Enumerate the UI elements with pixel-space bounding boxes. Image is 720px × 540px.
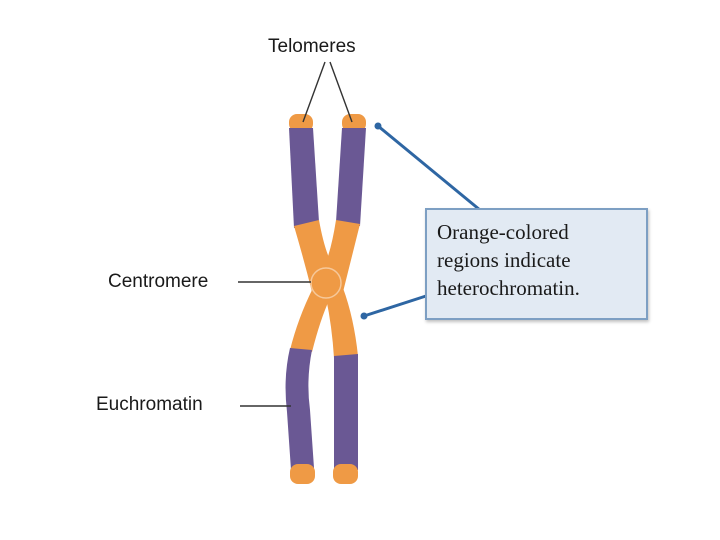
callout-pointer-lower [363, 294, 427, 318]
telomere-lower-left [290, 464, 315, 484]
centromere-label: Centromere [108, 271, 209, 292]
euchromatin-lower-left [285, 348, 314, 470]
centromere [310, 267, 342, 299]
telomere-leader-right [329, 61, 353, 123]
telomere-leader-left [302, 61, 326, 123]
upper-right-arm [326, 114, 366, 292]
heterochromatin-lower-left [290, 288, 330, 352]
pointer-dot-lower [360, 312, 368, 320]
callout-line-3: heterochromatin. [437, 276, 580, 300]
telomere-upper-right [342, 114, 366, 132]
lower-right-arm [326, 288, 358, 484]
euchromatin-upper-right [336, 128, 366, 226]
heterochromatin-lower-right [326, 288, 358, 358]
callout-line-1: Orange-colored [437, 220, 569, 244]
upper-left-arm [289, 114, 331, 292]
euchromatin-upper-left [289, 128, 319, 228]
heterochromatin-callout-box: Orange-colored regions indicate heteroch… [425, 208, 648, 320]
pointer-dot-upper [374, 122, 382, 130]
telomere-upper-left [289, 114, 313, 132]
euchromatin-lower-right [334, 354, 358, 470]
euchromatin-label: Euchromatin [96, 394, 203, 415]
lower-left-arm [285, 288, 330, 484]
telomere-lower-right [333, 464, 358, 484]
callout-pointer-upper [377, 124, 481, 212]
telomeres-label: Telomeres [268, 36, 356, 57]
callout-line-2: regions indicate [437, 248, 571, 272]
